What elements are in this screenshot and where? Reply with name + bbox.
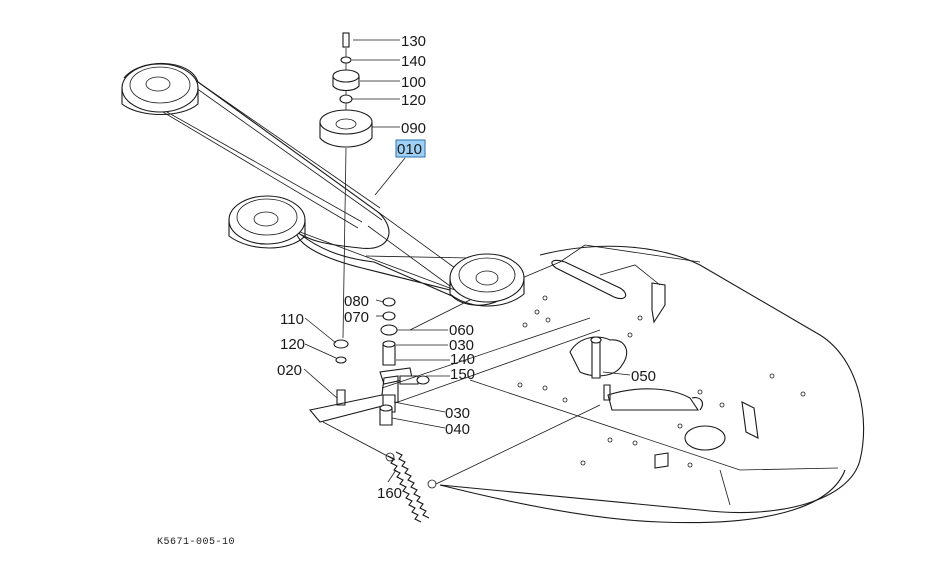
- callout-150[interactable]: 150: [450, 366, 475, 383]
- callout-030-top[interactable]: 030: [449, 337, 474, 354]
- tension-pulley-assembly: [319, 32, 373, 339]
- callout-140-top[interactable]: 140: [401, 53, 426, 70]
- pulley-left-bottom: [228, 195, 306, 249]
- callout-050[interactable]: 050: [631, 368, 656, 385]
- callout-120-top[interactable]: 120: [401, 92, 426, 109]
- spring-160: [385, 451, 437, 523]
- callout-160[interactable]: 160: [377, 485, 402, 502]
- callout-080[interactable]: 080: [344, 293, 369, 310]
- tension-arm-assembly: [308, 297, 602, 485]
- callout-030-bottom[interactable]: 030: [445, 405, 470, 422]
- callout-090[interactable]: 090: [401, 120, 426, 137]
- selected-part-highlight: [395, 139, 426, 158]
- pulley-right: [449, 253, 525, 307]
- callout-100[interactable]: 100: [401, 74, 426, 91]
- v-belt-010: [123, 62, 517, 306]
- callout-040[interactable]: 040: [445, 421, 470, 438]
- callout-060[interactable]: 060: [449, 322, 474, 339]
- leader-lines: [303, 39, 631, 483]
- callout-140-mid[interactable]: 140: [450, 351, 475, 368]
- callout-120-left[interactable]: 120: [280, 336, 305, 353]
- callout-020[interactable]: 020: [277, 362, 302, 379]
- callouts: 130 140 100 120 090 010 080 070 060 030 …: [277, 33, 656, 502]
- callout-110[interactable]: 110: [280, 311, 304, 328]
- callout-010-selected[interactable]: 010: [397, 141, 422, 158]
- drawing-code: K5671-005-10: [157, 537, 235, 548]
- callout-070[interactable]: 070: [344, 309, 369, 326]
- callout-130[interactable]: 130: [401, 33, 426, 50]
- mower-deck: [409, 244, 865, 524]
- pulley-left-top: [121, 63, 199, 116]
